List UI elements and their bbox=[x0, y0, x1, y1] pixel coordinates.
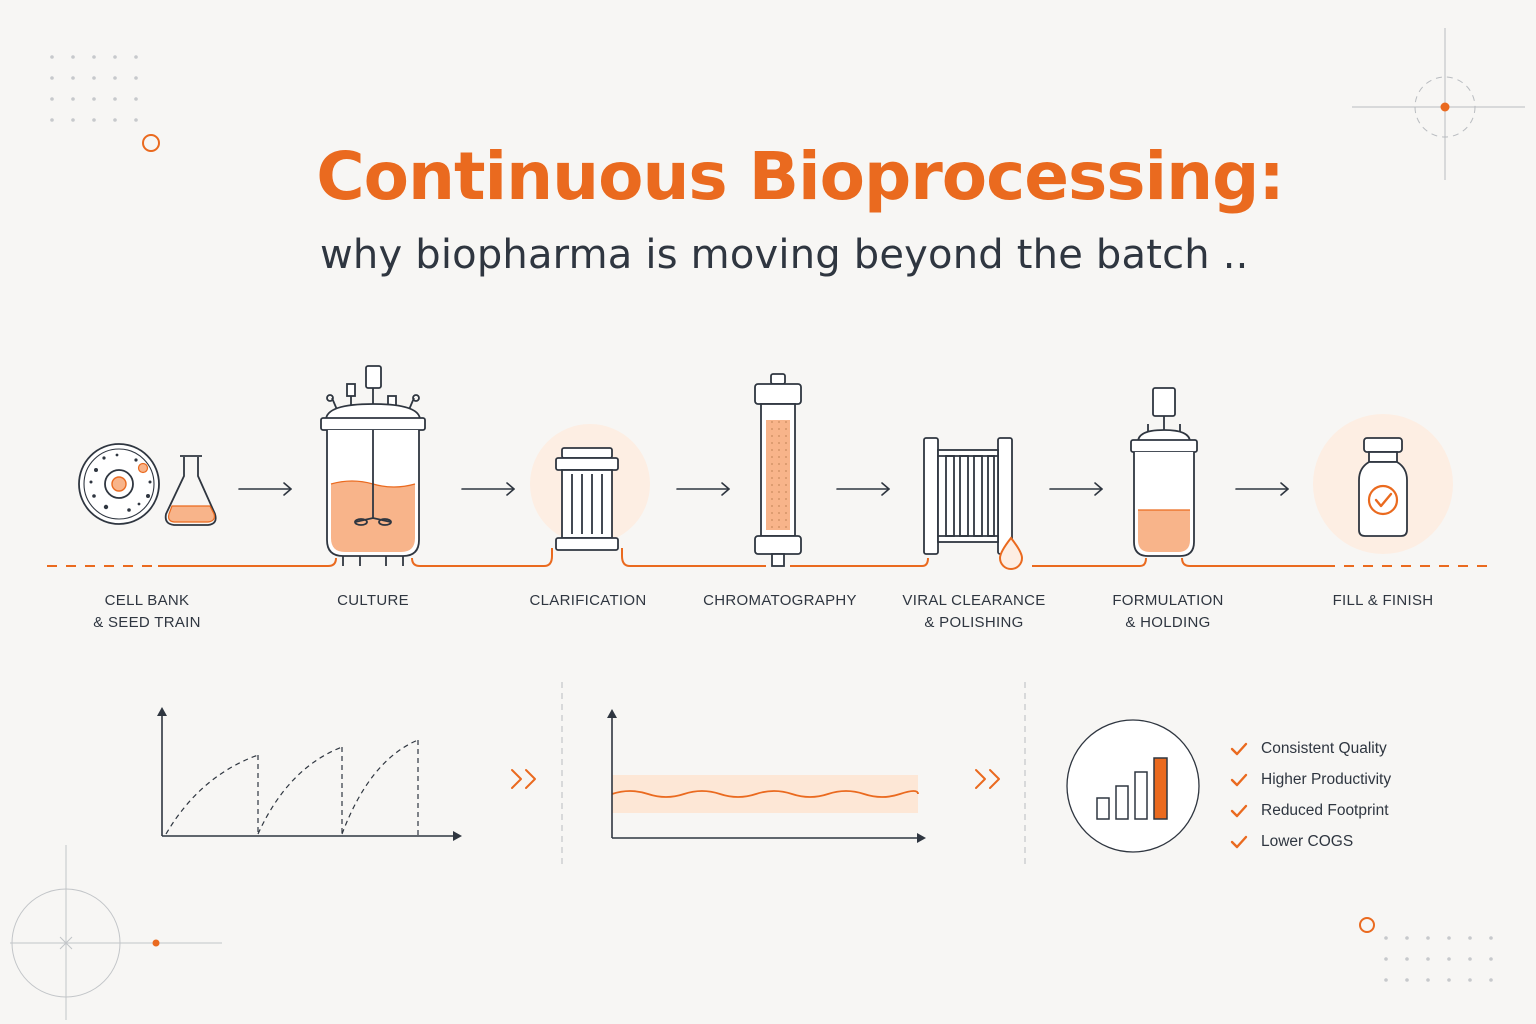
arrow-right-icon bbox=[238, 482, 292, 496]
membrane-filter-icon bbox=[923, 437, 1024, 570]
double-chevron-right-icon bbox=[511, 769, 536, 789]
list-item: Reduced Footprint bbox=[1230, 795, 1391, 826]
holding-tank-icon bbox=[1130, 387, 1198, 557]
arrow-right-icon bbox=[676, 482, 730, 496]
double-chevron-right-icon bbox=[975, 769, 1000, 789]
vial-check-icon bbox=[1358, 437, 1408, 537]
petri-dish-flask-icon bbox=[78, 443, 217, 526]
list-item: Consistent Quality bbox=[1230, 733, 1391, 764]
step-label-viral-clearance: VIRAL CLEARANCE & POLISHING bbox=[902, 592, 1046, 631]
process-flow-line bbox=[47, 548, 1490, 567]
dot-grid-top-left bbox=[50, 55, 138, 122]
benefit-text: Reduced Footprint bbox=[1261, 801, 1389, 819]
arrow-right-icon bbox=[461, 482, 515, 496]
benefit-text: Consistent Quality bbox=[1261, 739, 1387, 757]
step-label-formulation: FORMULATION & HOLDING bbox=[1112, 592, 1224, 631]
arrow-right-icon bbox=[1235, 482, 1289, 496]
chromatography-column-icon bbox=[754, 373, 802, 567]
list-item: Lower COGS bbox=[1230, 826, 1391, 857]
ring-top-left bbox=[142, 134, 160, 152]
step-label-chromatography: CHROMATOGRAPHY bbox=[703, 592, 857, 609]
benefit-text: Lower COGS bbox=[1261, 832, 1354, 850]
benefits-list: Consistent Quality Higher Productivity R… bbox=[1230, 733, 1391, 857]
benefit-text: Higher Productivity bbox=[1261, 770, 1392, 788]
checkmark-icon bbox=[1230, 804, 1248, 817]
checkmark-icon bbox=[1230, 773, 1248, 786]
crosshair-bottom-left bbox=[10, 845, 222, 1020]
sawtooth-chart-icon bbox=[157, 707, 462, 841]
filter-cartridge-icon bbox=[555, 447, 619, 551]
checkmark-icon bbox=[1230, 835, 1248, 848]
list-item: Higher Productivity bbox=[1230, 764, 1391, 795]
dot-grid-bottom-right bbox=[1384, 936, 1493, 982]
step-label-clarification: CLARIFICATION bbox=[529, 592, 647, 609]
ring-bottom-right bbox=[1359, 917, 1375, 933]
page-title: Continuous Bioprocessing: bbox=[316, 138, 1285, 215]
bioreactor-icon bbox=[320, 365, 426, 566]
step-label-fill-finish: FILL & FINISH bbox=[1332, 592, 1434, 609]
checkmark-icon bbox=[1230, 742, 1248, 755]
page-subtitle: why biopharma is moving beyond the batch… bbox=[320, 232, 1249, 278]
steady-state-chart-icon bbox=[607, 709, 926, 843]
arrow-right-icon bbox=[1049, 482, 1103, 496]
step-label-cell-bank: CELL BANK & SEED TRAIN bbox=[93, 592, 201, 631]
step-label-culture: CULTURE bbox=[337, 592, 409, 609]
rising-bars-icon bbox=[1066, 719, 1200, 853]
flow-arrows bbox=[238, 482, 1289, 496]
arrow-right-icon bbox=[836, 482, 890, 496]
